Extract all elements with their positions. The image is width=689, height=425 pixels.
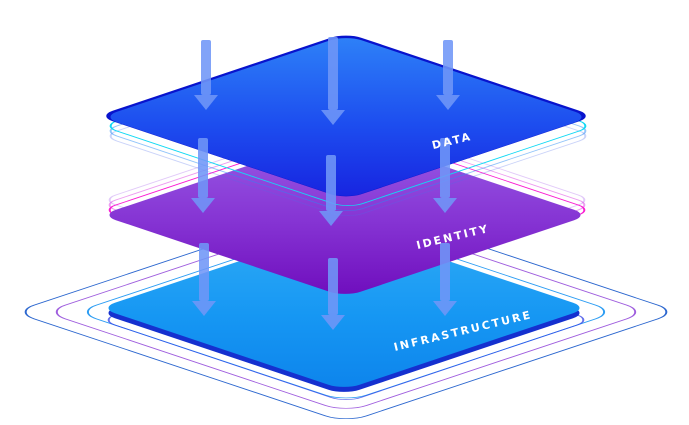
down-arrow <box>321 258 345 330</box>
down-arrow <box>436 40 460 110</box>
down-arrow <box>433 243 457 316</box>
down-arrow <box>433 138 457 213</box>
down-arrow <box>321 37 345 125</box>
down-arrow <box>194 40 218 110</box>
down-arrow <box>192 243 216 316</box>
down-arrow <box>319 155 343 226</box>
down-arrow <box>191 138 215 213</box>
